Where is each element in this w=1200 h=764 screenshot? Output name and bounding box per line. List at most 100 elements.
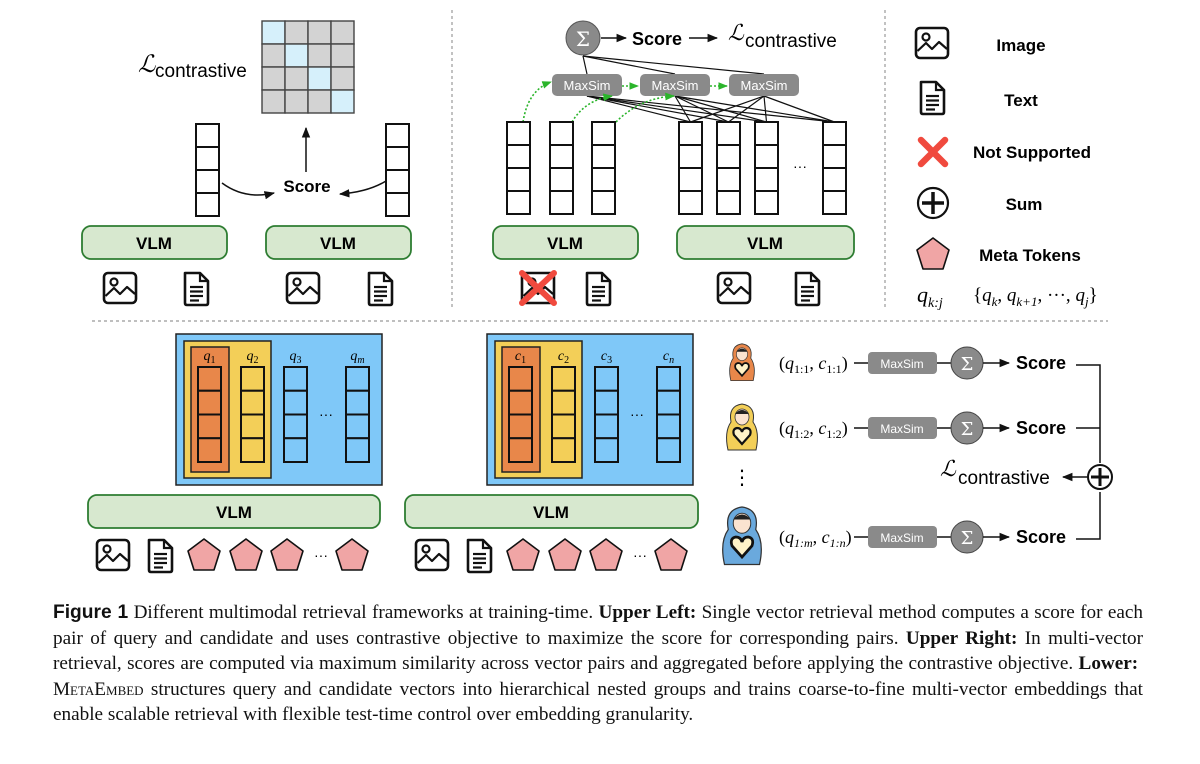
meta-token-pentagon [548,538,582,571]
circled-plus-icon [1087,464,1113,490]
similarity-matrix [261,20,355,114]
vector-cell [197,366,222,392]
text-document-icon [794,271,821,307]
vector-cell [283,366,308,392]
maxsim-label: MaxSim [880,422,923,436]
notation-part: , [997,285,1007,306]
circled-plus-icon [916,186,950,220]
vector-cell [195,192,220,217]
vector-cell [656,389,681,416]
vector-cell [678,190,703,215]
vector-cell [716,190,741,215]
vector-cell [549,121,574,146]
maxsim-to-sum-line [582,55,588,75]
green-dotted-arrow [615,92,675,123]
caption-upper-left-heading: Upper Left: [598,602,697,623]
nested-embedding-vector [197,366,222,463]
image-icon [95,538,131,572]
text-document-icon [183,271,210,307]
vector-cell [195,123,220,148]
pair-label: (q1:1, c1:1) [779,353,848,376]
vector-cell [385,123,410,148]
vector-cell [345,437,370,463]
candidate-multi-vector [678,121,703,215]
vector-cell [345,366,370,392]
vlm-block-query [492,225,639,260]
vector-cell [754,144,779,169]
loss-label-text: contrastive [958,468,1050,489]
vector-cell [591,190,616,215]
vlm-block-candidate [265,225,412,260]
figure-label: Figure 1 [53,602,129,623]
vector-cell [508,413,533,440]
similarity-line [690,95,765,123]
nested-embedding-vector [551,366,576,463]
meta-token-pentagon [229,538,263,571]
vector-label: c3 [601,349,612,366]
vector-label: cn [663,349,674,366]
vector-cell [506,167,531,192]
matrix-cell [284,89,309,114]
sigma-symbol: Σ [961,528,974,549]
matrix-cell [330,20,355,45]
pentagon-icon [916,237,950,270]
token-ellipsis: ··· [633,547,647,563]
query-embedding-vector [195,123,220,217]
vector-cell [716,167,741,192]
notation-definition: {qk, qk+1, ···, qj} [973,285,1098,309]
sum-sigma-node [565,20,601,56]
vlm-block-candidate [404,494,699,529]
vector-cell [506,121,531,146]
legend-label-not-supported: Not Supported [973,143,1091,162]
text-document-icon [147,538,174,574]
image-icon [285,271,321,305]
vector-cell [508,389,533,416]
text-document-icon [367,271,394,307]
upper-left-panel: ℒ contrastive Score VLM VLM [81,20,412,307]
notation-part: q [1075,285,1085,306]
vector-cell [549,167,574,192]
candidate-multi-vector [716,121,741,215]
score-label: Score [1016,418,1066,438]
query-multi-vector [591,121,616,215]
vector-cell [678,121,703,146]
vlm-label: VLM [533,503,569,522]
vector-cell [551,437,576,463]
score-label: Score [632,29,682,49]
query-multi-vector [506,121,531,215]
nested-embedding-vector [283,366,308,463]
vector-cell [594,437,619,463]
loss-label-text: contrastive [155,61,247,82]
vector-label: qm [350,349,364,366]
vector-cell [345,413,370,440]
vector-cell [822,121,847,146]
similarity-line [674,95,835,123]
left-vector-to-score-arrow [221,182,276,200]
caption-upper-left-text: Single vector retrieval method computes … [53,602,1143,649]
caption-lower-text: structures query and candidate vectors i… [53,678,1143,726]
maxsim-label: MaxSim [880,357,923,371]
vector-cell [551,413,576,440]
vector-cell [197,413,222,440]
candidate-multi-vector [822,121,847,215]
meta-token-pentagon [654,538,688,571]
nested-embedding-vector [240,366,265,463]
vlm-label: VLM [320,234,356,253]
legend-label-text: Text [1004,91,1038,110]
nested-embedding-vector [345,366,370,463]
vector-cell [283,437,308,463]
vector-ellipsis: ··· [793,158,807,174]
vlm-label: VLM [136,234,172,253]
vlm-label: VLM [547,234,583,253]
similarity-line [763,95,835,123]
meta-token-pentagon [187,538,221,571]
maxsim-label: MaxSim [564,78,611,93]
notation-part: { [973,285,982,306]
legend: Image Text Not Supported Sum Meta Tokens… [914,26,1098,311]
meta-token-pentagon [335,538,369,571]
